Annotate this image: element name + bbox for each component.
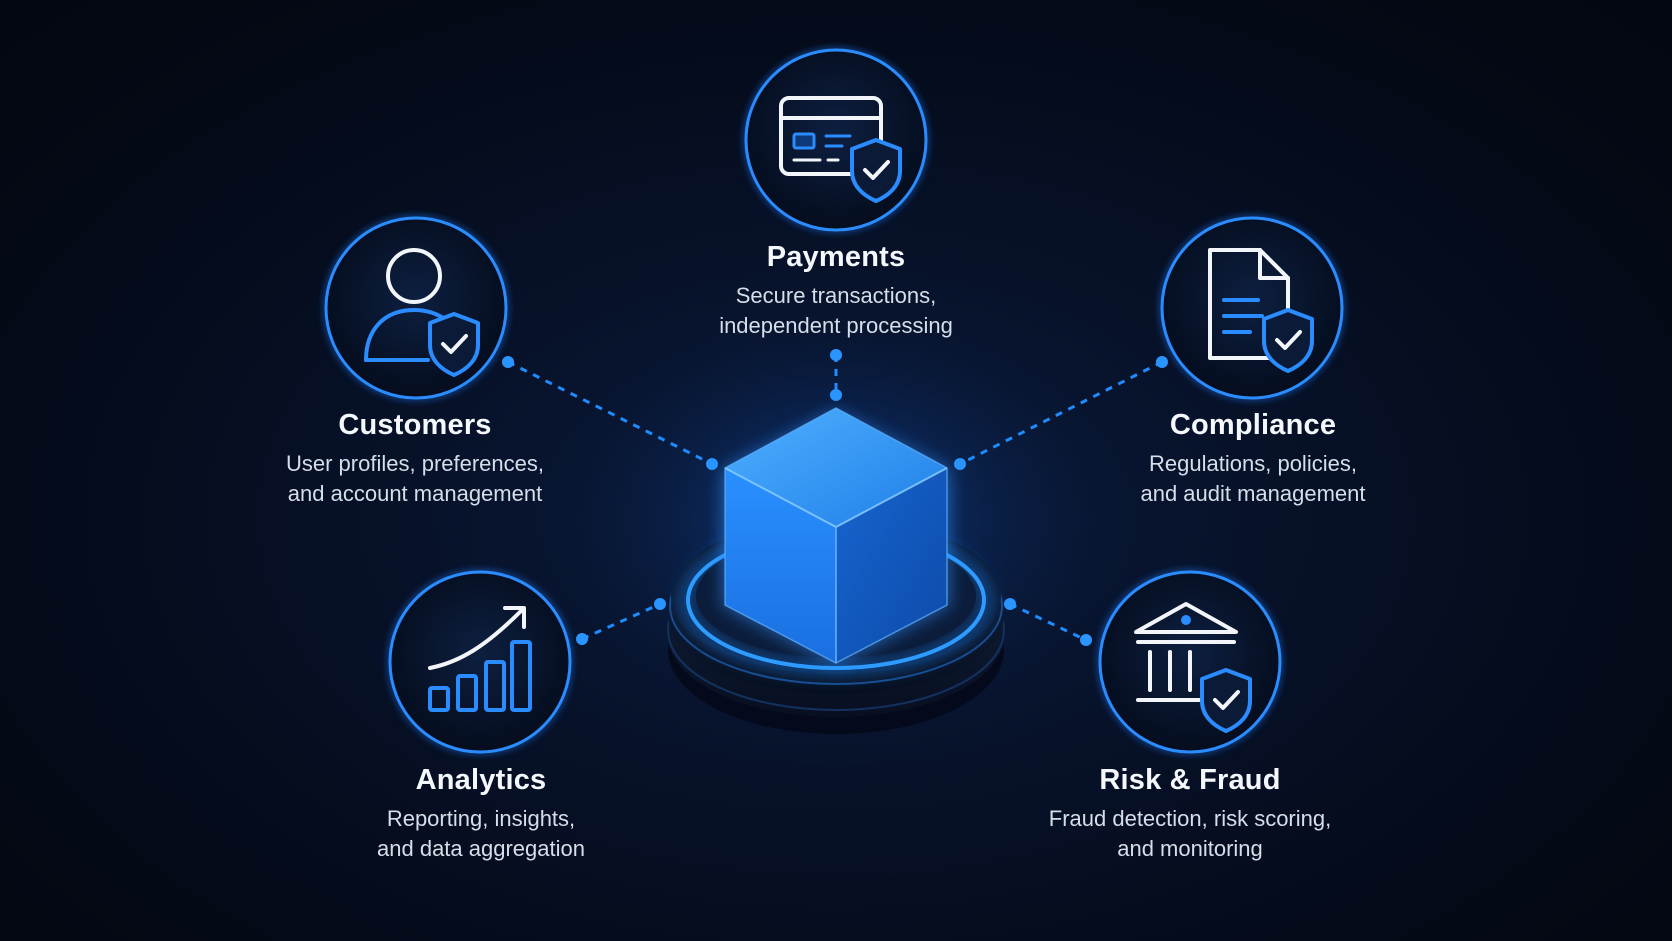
analytics-description-line1: Reporting, insights, xyxy=(386,806,576,831)
compliance-ring xyxy=(1160,216,1344,400)
connector-dot xyxy=(706,458,718,470)
compliance-description-line2: and audit management xyxy=(1140,481,1366,506)
compliance-title: Compliance xyxy=(1169,409,1337,441)
analytics-description-line2: and data aggregation xyxy=(377,836,585,861)
connector-risk xyxy=(1009,602,1087,642)
connector-dot xyxy=(1080,634,1092,646)
connector-dot xyxy=(1004,598,1016,610)
connector-compliance xyxy=(959,360,1163,466)
connector-dot xyxy=(954,458,966,470)
connector-analytics xyxy=(581,602,661,641)
payments-description-line1: Secure transactions, xyxy=(735,283,937,308)
risk-description: Fraud detection, risk scoring, and monit… xyxy=(980,804,1400,864)
bank-shield-icon xyxy=(1134,602,1252,733)
connector-dot xyxy=(654,598,666,610)
cube-left-face xyxy=(725,468,836,663)
risk-description-line2: and monitoring xyxy=(1117,836,1263,861)
cube-right-face xyxy=(836,468,947,663)
connector-dots xyxy=(502,349,1168,646)
connector-dot xyxy=(576,633,588,645)
payments-ring xyxy=(744,48,928,232)
bar-chart-trend-icon xyxy=(428,606,532,712)
analytics-ring xyxy=(388,570,572,754)
credit-card-shield-icon xyxy=(779,96,902,203)
connector-dot xyxy=(830,349,842,361)
connector-dot xyxy=(830,389,842,401)
user-shield-icon xyxy=(364,248,480,377)
analytics-description: Reporting, insights, and data aggregatio… xyxy=(271,804,691,864)
connector-dot xyxy=(1156,356,1168,368)
customers-description-line1: User profiles, preferences, xyxy=(286,451,544,476)
analytics-title: Analytics xyxy=(415,764,547,796)
customers-description-line2: and account management xyxy=(287,481,543,506)
customers-title: Customers xyxy=(338,409,492,441)
payments-description-line2: independent processing xyxy=(719,313,953,338)
risk-title: Risk & Fraud xyxy=(1099,764,1281,796)
compliance-description: Regulations, policies, and audit managem… xyxy=(1043,449,1463,509)
payments-title: Payments xyxy=(766,241,906,273)
connector-customers xyxy=(507,360,713,466)
document-shield-icon xyxy=(1208,248,1314,373)
customers-description: User profiles, preferences, and account … xyxy=(205,449,625,509)
compliance-description-line1: Regulations, policies, xyxy=(1149,451,1357,476)
cube-platform-icon xyxy=(667,407,1005,734)
risk-description-line1: Fraud detection, risk scoring, xyxy=(1048,806,1332,831)
connectors xyxy=(507,355,1163,642)
payments-description: Secure transactions, independent process… xyxy=(626,281,1046,341)
connector-dot xyxy=(502,356,514,368)
customers-ring xyxy=(324,216,508,400)
